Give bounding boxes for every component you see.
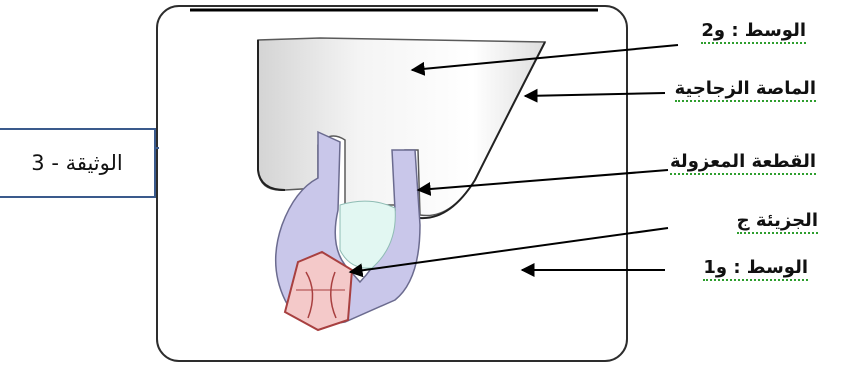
label-medium2: الوسط : و2: [701, 20, 806, 44]
document-label-box: الوثيقة - 3: [0, 128, 156, 198]
label-pipette: الماصة الزجاجية: [675, 78, 816, 102]
label-molecule: الجزيئة ج: [737, 210, 818, 234]
label-medium1: الوسط : و1: [703, 257, 808, 281]
callout-molecule: الجزيئة ج: [737, 210, 818, 231]
callout-pipette: الماصة الزجاجية: [675, 78, 816, 99]
callout-fragment: القطعة المعزولة: [670, 151, 816, 172]
callout-medium1: الوسط : و1: [703, 257, 808, 278]
callout-medium2: الوسط : و2: [701, 20, 806, 41]
label-fragment: القطعة المعزولة: [670, 151, 816, 175]
document-label: الوثيقة - 3: [31, 151, 122, 175]
